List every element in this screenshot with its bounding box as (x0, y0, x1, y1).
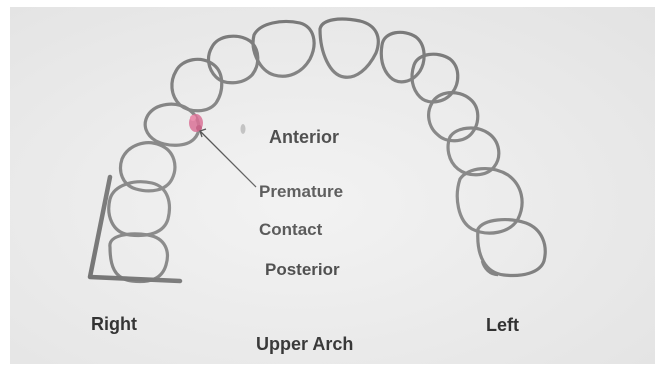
upper-arch-diagram (10, 7, 655, 364)
tooth-r2 (253, 22, 314, 77)
contact-label: Contact (259, 220, 322, 240)
tooth-r6 (121, 143, 175, 191)
right-bracket (90, 177, 180, 281)
tooth-r4 (172, 59, 222, 110)
anterior-label: Anterior (269, 127, 339, 148)
tooth-l4 (429, 93, 478, 141)
tooth-r3 (209, 36, 258, 83)
premature-label: Premature (259, 182, 343, 202)
left-label: Left (486, 315, 519, 336)
upper-arch-label: Upper Arch (256, 334, 353, 355)
tooth-r8 (110, 234, 168, 282)
tooth-l2 (381, 32, 424, 81)
tooth-l5 (448, 128, 499, 175)
tooth-l7 (478, 220, 545, 276)
right-label: Right (91, 314, 137, 335)
tooth-l7-root (482, 261, 498, 275)
tooth-l3 (412, 54, 458, 102)
tooth-r7 (109, 182, 170, 236)
smudge (241, 124, 246, 134)
diagram-sheet: Anterior Premature Contact Posterior Rig… (10, 7, 655, 364)
tooth-r5 (145, 104, 199, 145)
tooth-l1 (320, 19, 378, 77)
premature-contact-mark (189, 114, 203, 132)
tooth-l6 (457, 169, 522, 233)
pointer-arrow (200, 129, 256, 187)
posterior-label: Posterior (265, 260, 340, 280)
